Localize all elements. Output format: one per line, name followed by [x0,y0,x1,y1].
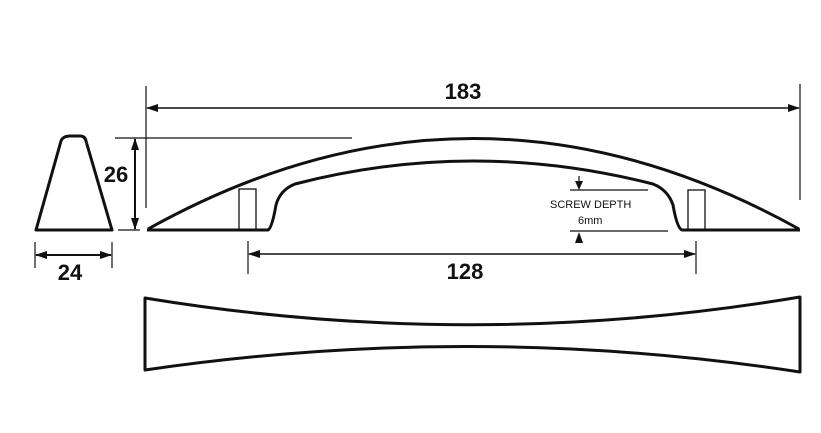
left-screw-boss [238,188,257,231]
height-dimension: 26 [104,137,352,231]
handle-top-view [143,295,802,374]
length-label: 183 [445,79,482,104]
width-label: 24 [58,260,83,285]
height-label: 26 [104,162,128,187]
hole-centres-label: 128 [447,259,484,284]
right-screw-boss [687,189,706,231]
end-profile [34,134,114,232]
hole-centres-dimension: 128 [247,241,697,284]
length-dimension: 183 [145,79,801,208]
handle-side-view [147,137,800,232]
screw-depth-label: SCREW DEPTH [550,199,631,211]
width-dimension: 24 [34,242,113,285]
screw-depth-value: 6mm [578,215,602,227]
screw-depth-annotation: SCREW DEPTH 6mm [550,176,668,243]
